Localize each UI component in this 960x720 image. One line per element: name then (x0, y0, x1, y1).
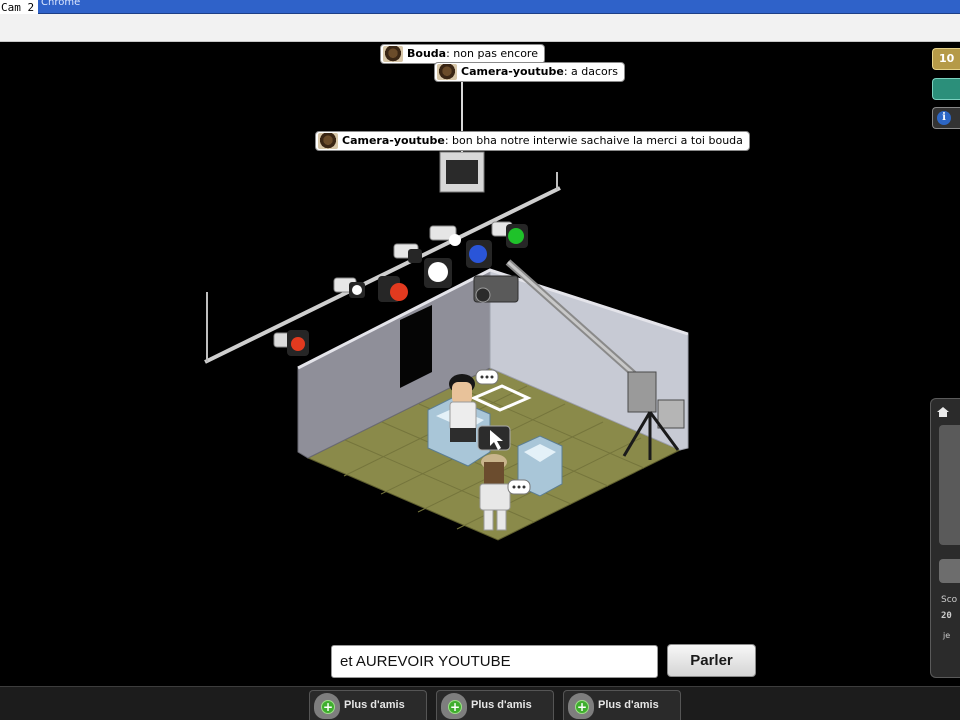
add-friend-label: Plus d'amis (344, 699, 405, 711)
spotlight-white-3[interactable] (424, 258, 452, 288)
chat-bubble-3[interactable]: Camera-youtube: bon bha notre interwie s… (315, 131, 750, 151)
chat-bubble-2[interactable]: Camera-youtube: a dacors (434, 62, 626, 82)
room-door[interactable] (400, 305, 432, 388)
spotlight-blue[interactable] (466, 240, 492, 268)
spotlight-white-4[interactable] (429, 225, 461, 246)
chat-username: Camera-youtube (461, 65, 564, 78)
add-friend-label: Plus d'amis (598, 699, 659, 711)
spotlight-green[interactable] (491, 221, 528, 248)
edit-pencil-icon[interactable] (939, 559, 960, 583)
info-icon: i (937, 111, 951, 125)
browser-title-bar: Cam 2 Chrome (0, 0, 960, 16)
spotlight-red-left[interactable] (273, 330, 309, 356)
credits-badge[interactable]: 10 (932, 48, 960, 70)
score-value: 20 (941, 611, 952, 621)
typing-bubble-icon-2 (507, 479, 531, 495)
add-friend-slot[interactable]: + Plus d'amis (309, 690, 427, 720)
avatar-bouda[interactable] (449, 374, 477, 442)
currency-badge[interactable] (932, 78, 960, 100)
chat-username: Camera-youtube (342, 134, 445, 147)
add-friend-label: Plus d'amis (471, 699, 532, 711)
bubble-stem (461, 80, 463, 152)
avatar-head-icon (383, 46, 403, 62)
navigator-panel[interactable]: Sco 20 je (930, 398, 960, 678)
chat-bubble-1[interactable]: Bouda: non pas encore (380, 44, 545, 64)
home-icon[interactable] (937, 407, 949, 417)
chat-input[interactable] (331, 645, 658, 678)
camera-crane[interactable] (473, 259, 685, 460)
avatar-head-icon (318, 133, 338, 149)
plus-icon: + (448, 700, 462, 714)
spotlight-white-1[interactable] (333, 277, 365, 298)
score-label: Sco (941, 595, 958, 605)
browser-address-bar[interactable] (0, 14, 960, 42)
spotlight-red-center[interactable] (378, 276, 408, 302)
plus-icon: + (321, 700, 335, 714)
floor-marker (470, 384, 532, 412)
info-button[interactable]: i (932, 107, 960, 129)
avatar-head-icon (437, 64, 457, 80)
interview-chair-right[interactable] (517, 435, 563, 497)
chat-text: non pas encore (453, 47, 538, 60)
room-scene[interactable] (0, 42, 960, 686)
typing-bubble-icon (475, 369, 499, 385)
wall-top-edge (297, 268, 689, 370)
navigator-text: je (943, 631, 951, 640)
avatar-camera-youtube[interactable] (479, 454, 511, 531)
add-friend-slot[interactable]: + Plus d'amis (563, 690, 681, 720)
light-rig-pipe (204, 186, 561, 364)
add-friend-slot[interactable]: + Plus d'amis (436, 690, 554, 720)
browser-label: Chrome (41, 0, 81, 8)
chat-text: a dacors (571, 65, 619, 78)
send-chat-button[interactable]: Parler (667, 644, 756, 677)
plus-icon: + (575, 700, 589, 714)
chat-username: Bouda (407, 47, 447, 60)
spotlight-white-2[interactable] (393, 243, 422, 263)
window-tab[interactable]: Cam 2 (0, 0, 38, 16)
cursor-icon (477, 425, 511, 451)
ceiling-monitor[interactable] (439, 151, 485, 193)
room-thumbnail[interactable] (939, 425, 960, 545)
chat-text: bon bha notre interwie sachaive la merci… (452, 134, 743, 147)
